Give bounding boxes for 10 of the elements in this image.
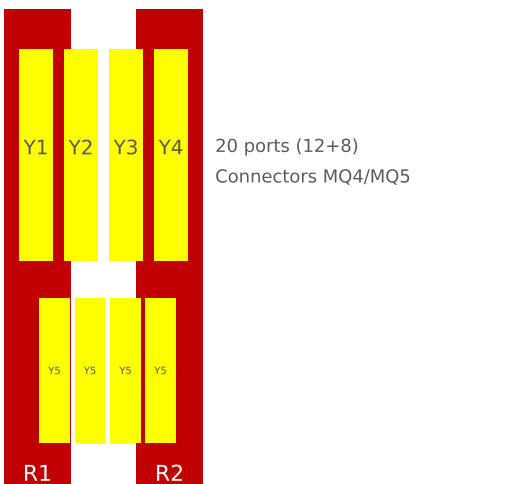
- port-bar: Y4: [154, 49, 188, 261]
- port-bar: Y2: [64, 49, 98, 261]
- note-text: Connectors MQ4/MQ5: [216, 169, 410, 185]
- port-bar: Y5: [110, 298, 141, 443]
- port-bar: Y3: [109, 49, 143, 261]
- note-text: 20 ports (12+8): [216, 138, 358, 156]
- port-bar: Y1: [19, 49, 53, 261]
- port-bar: Y5: [75, 298, 105, 443]
- port-bar: Y5: [145, 298, 176, 443]
- port-bar: Y5: [39, 298, 70, 443]
